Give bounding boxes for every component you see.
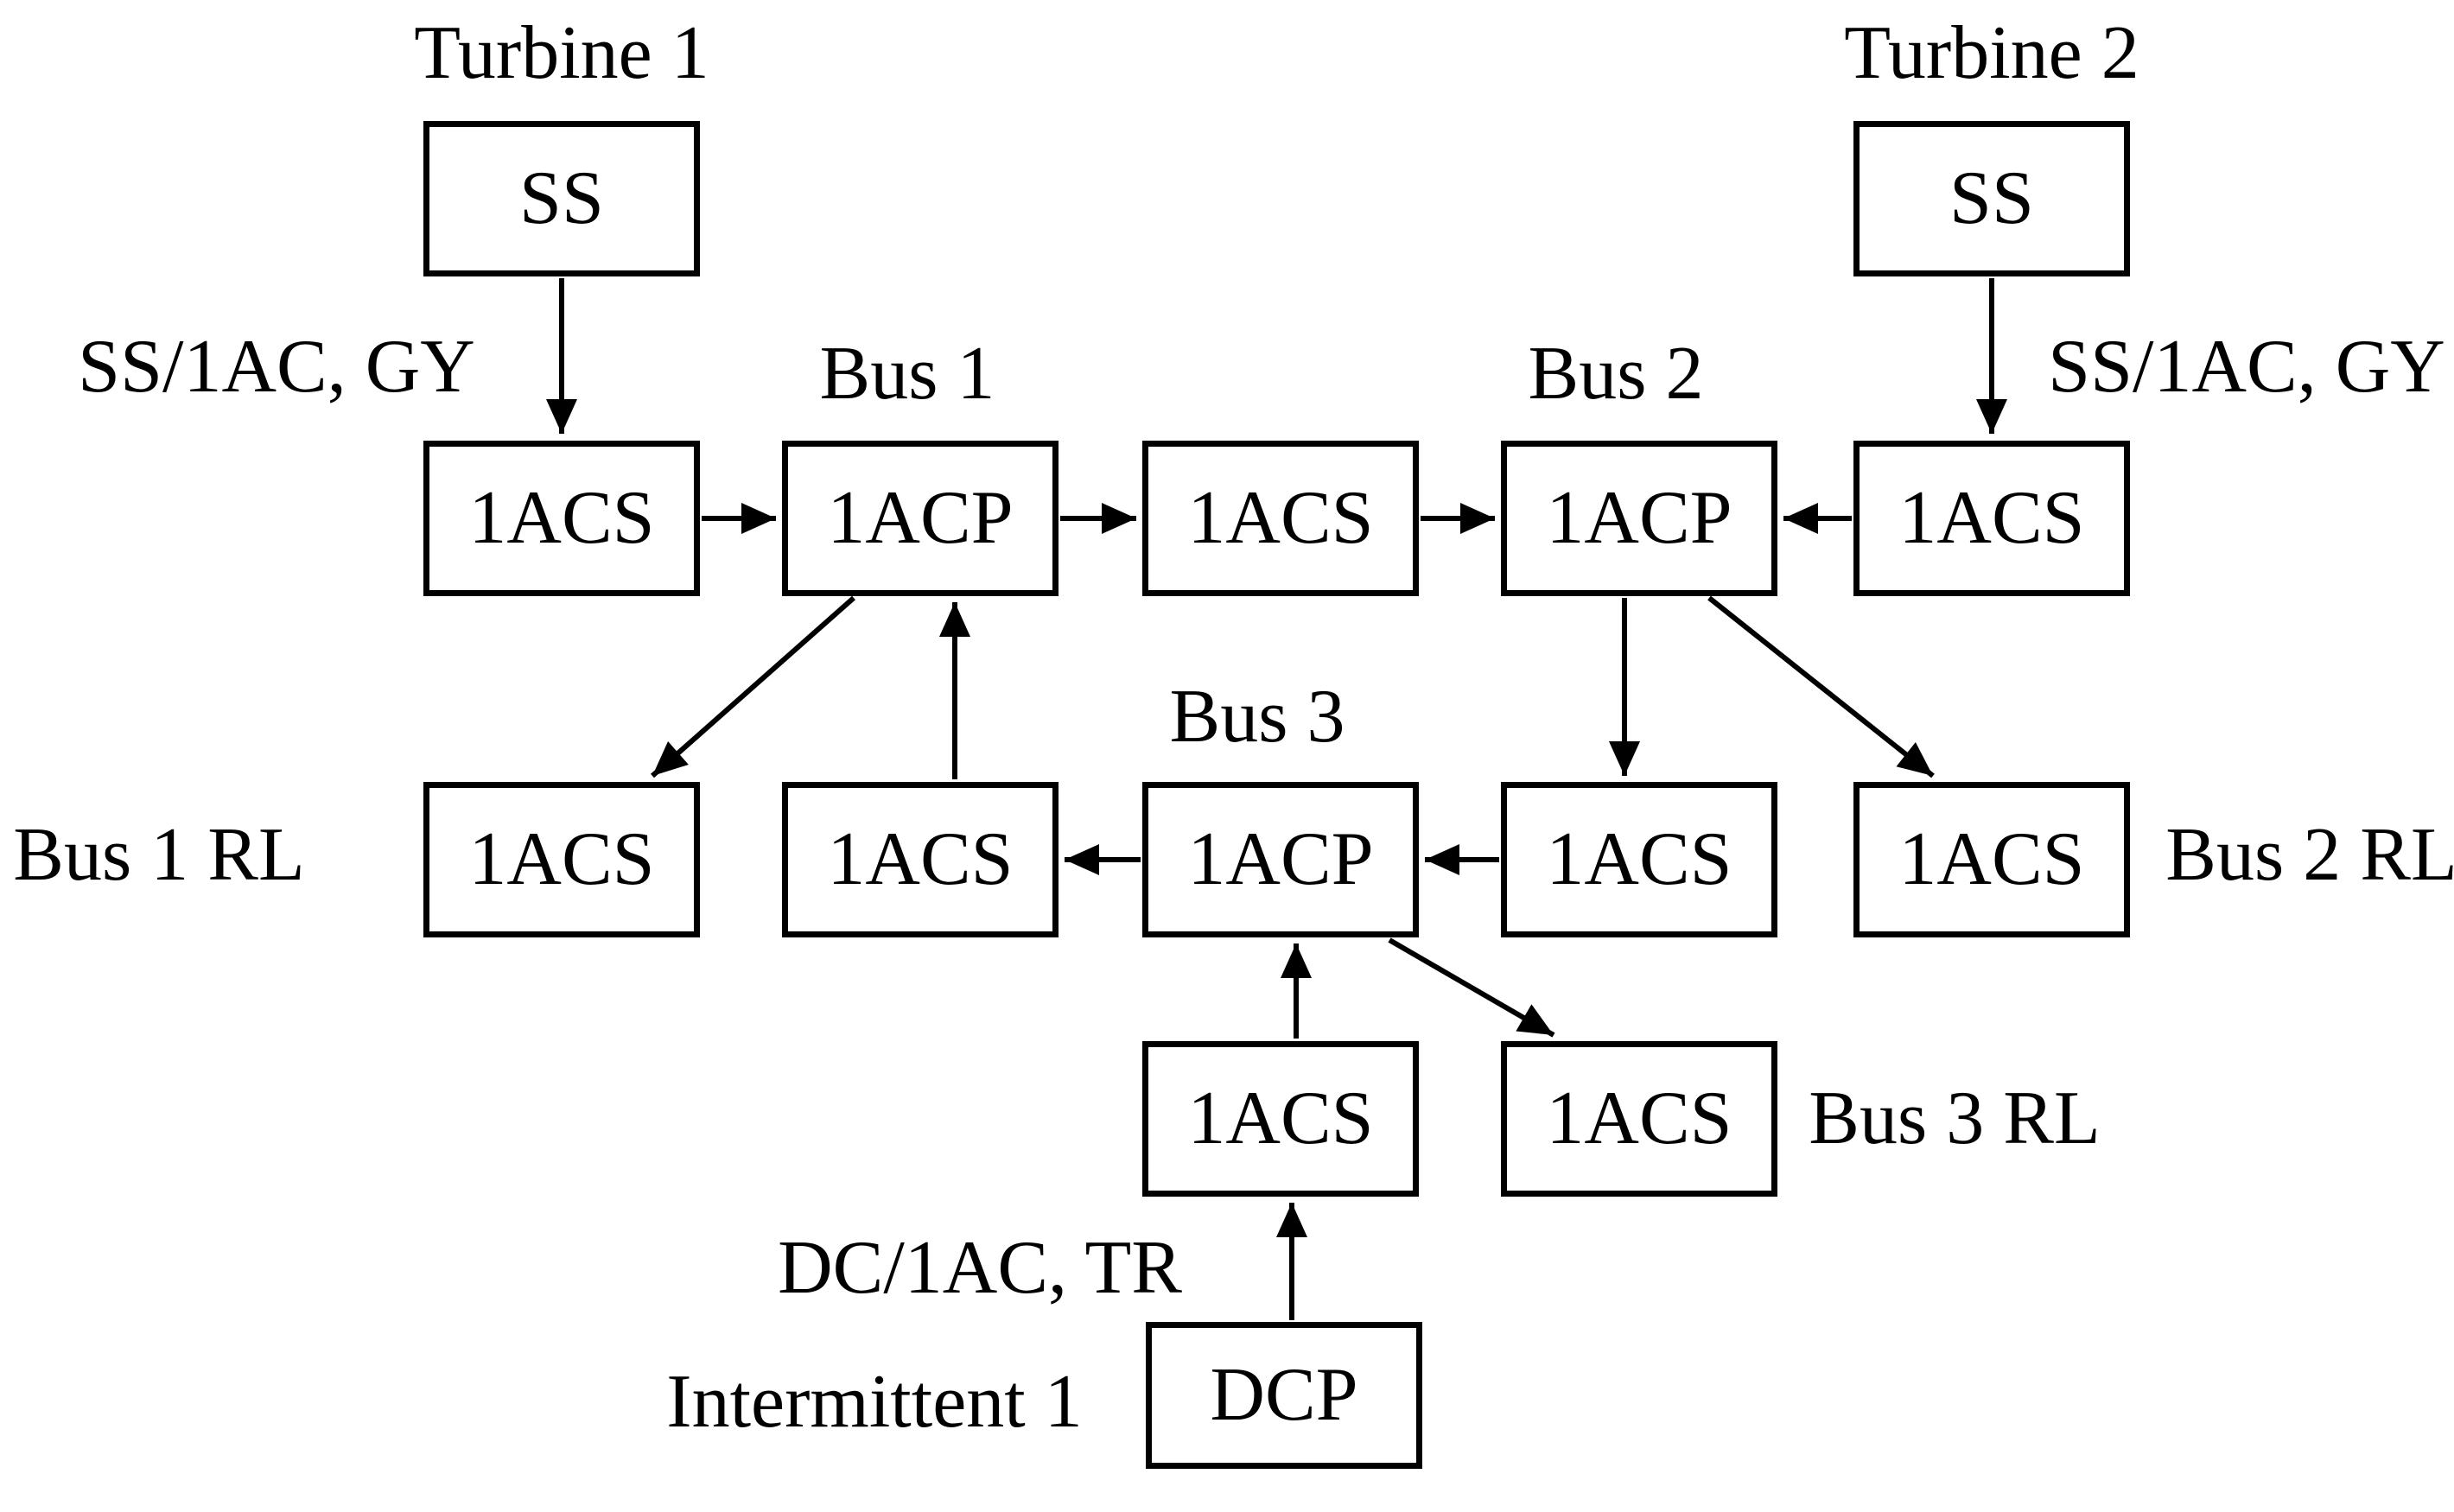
node-label: SS (1949, 156, 2034, 240)
node-acs-bus1-in: 1ACS (423, 441, 700, 596)
node-label: 1ACS (827, 817, 1014, 901)
node-acs-bus1-low: 1ACS (782, 782, 1059, 937)
label-bus3: Bus 3 (1169, 675, 1345, 759)
node-acp-bus3: 1ACP (1142, 782, 1419, 937)
node-acs-bus3-in: 1ACS (1142, 1041, 1419, 1197)
edge-acp-bus2-to-bus2rl (1707, 595, 1935, 778)
node-label: 1ACS (1898, 817, 2085, 901)
node-acs-bus1-rl: 1ACS (423, 782, 700, 937)
node-acs-bus3-rl: 1ACS (1501, 1041, 1777, 1197)
node-ss-turbine1: SS (423, 121, 700, 276)
node-label: DCP (1210, 1353, 1358, 1437)
label-ss-gy-right: SS/1AC, GY (2048, 325, 2445, 409)
node-label: 1ACS (468, 476, 655, 560)
node-label: 1ACS (1546, 1077, 1732, 1160)
edge-acp-bus1-to-bus1rl (651, 595, 855, 778)
node-dcp: DCP (1146, 1322, 1422, 1469)
node-label: 1ACS (1546, 817, 1732, 901)
node-ss-turbine2: SS (1853, 121, 2130, 276)
label-bus3-rl: Bus 3 RL (1809, 1077, 2101, 1160)
node-label: SS (519, 156, 604, 240)
node-acs-bus2-rl: 1ACS (1853, 782, 2130, 937)
node-label: 1ACS (468, 817, 655, 901)
label-bus2: Bus 2 (1528, 332, 1704, 416)
node-acs-mid: 1ACS (1142, 441, 1419, 596)
node-acp-bus2: 1ACP (1501, 441, 1777, 596)
edge-acp-bus3-to-bus3rl (1388, 937, 1555, 1038)
label-intermittent1: Intermittent 1 (666, 1360, 1083, 1444)
label-dc-tr: DC/1AC, TR (778, 1226, 1182, 1310)
node-label: 1ACS (1898, 476, 2085, 560)
label-ss-gy-left: SS/1AC, GY (78, 325, 475, 409)
node-label: 1ACS (1187, 1077, 1374, 1160)
node-label: 1ACP (1546, 476, 1732, 560)
node-acp-bus1: 1ACP (782, 441, 1059, 596)
label-turbine1: Turbine 1 (414, 11, 709, 95)
label-bus1: Bus 1 (819, 332, 995, 416)
node-label: 1ACS (1187, 476, 1374, 560)
node-label: 1ACP (1187, 817, 1374, 901)
label-turbine2: Turbine 2 (1844, 11, 2139, 95)
node-acs-bus2-low: 1ACS (1501, 782, 1777, 937)
node-acs-bus2-in: 1ACS (1853, 441, 2130, 596)
label-bus2-rl: Bus 2 RL (2165, 813, 2454, 897)
label-bus1-rl: Bus 1 RL (13, 813, 305, 897)
node-label: 1ACP (827, 476, 1014, 560)
